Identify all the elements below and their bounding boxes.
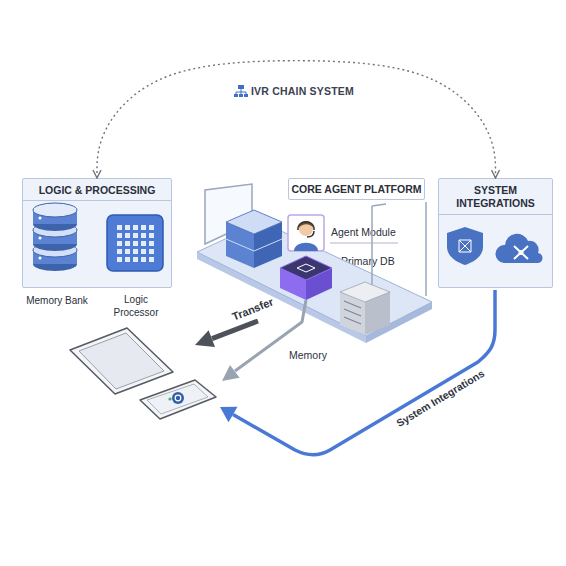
memory-bank-icon (33, 203, 77, 271)
icon-block (238, 85, 244, 89)
drum-led (39, 257, 42, 260)
integration-icons (447, 227, 543, 265)
drum-body (33, 230, 77, 244)
chip-grid (117, 225, 154, 262)
node-heading: SYSTEM INTEGRATIONS (439, 179, 552, 215)
drum-bottom (33, 237, 77, 251)
node-label: Primary DB (341, 255, 408, 268)
rack-slot (344, 301, 361, 324)
integration-arrowhead (220, 407, 238, 423)
transfer-arrowhead (195, 330, 215, 347)
avatar-body (294, 243, 318, 251)
drum-body (33, 250, 77, 264)
drum-top (33, 243, 77, 257)
agent-cube-face (280, 268, 306, 300)
server-top (226, 210, 282, 234)
memory-arrow (235, 300, 306, 371)
app-dot (168, 397, 171, 400)
drum-bottom (33, 217, 77, 231)
agent-cube-icon (297, 264, 315, 272)
flow-label: Transfer (229, 294, 275, 323)
tablet-device (70, 328, 173, 394)
rack-face (365, 292, 390, 335)
phone-device (140, 380, 216, 419)
transfer-arrow (212, 321, 258, 339)
drum-led (39, 217, 42, 220)
icon-block (244, 94, 248, 97)
panel-box: SYSTEM INTEGRATIONS (438, 178, 553, 288)
platform-illustration (197, 184, 432, 343)
flow-label: Memory (289, 348, 327, 362)
drum-bottom (33, 257, 77, 271)
tablet-screen (79, 333, 164, 389)
drum-led (39, 237, 42, 240)
node-label: Agent Module (331, 226, 401, 239)
rail-post (372, 202, 426, 322)
rack-top (340, 282, 390, 302)
server-band (226, 239, 282, 251)
icon-block (234, 94, 238, 97)
node-heading: LOGIC & PROCESSING (23, 179, 171, 201)
icon-node: Memory Bank (26, 206, 88, 306)
logic-processor-icon (107, 215, 163, 271)
drum-top (33, 203, 77, 217)
app-icon-ring (175, 395, 181, 401)
memory-arrowhead (222, 365, 240, 381)
avatar-frame (288, 215, 324, 251)
label-rule (330, 243, 398, 244)
node-heading: CORE AGENT PLATFORM (288, 178, 425, 200)
cloud-icon (495, 234, 542, 263)
shield-network (459, 240, 471, 252)
cloud-network (514, 246, 528, 259)
server-face (254, 222, 282, 268)
agent-cube-face (306, 268, 332, 300)
avatar-hair (299, 221, 313, 228)
avatar-headset (298, 222, 314, 237)
diagram-title: IVR CHAIN SYSTEM (251, 84, 354, 98)
avatar-head (299, 222, 313, 236)
database-node: Primary DB (338, 254, 408, 270)
node-label: Memory Bank (22, 295, 92, 307)
dashed-connector (97, 61, 496, 178)
integration-arrow (233, 290, 495, 455)
glass-rail (205, 184, 252, 244)
platform-top (197, 222, 432, 336)
agent-cube-top (280, 256, 332, 280)
panel-box: LOGIC & PROCESSINGMemory BankLogic Proce… (22, 178, 172, 288)
flow-label: System Integrations (394, 366, 487, 430)
platform-side (366, 302, 432, 343)
devices (70, 328, 216, 419)
icon-node: Logic Processor (101, 211, 171, 319)
flow-arrows (195, 290, 495, 455)
platform-side (197, 252, 366, 343)
drum-body (33, 210, 77, 224)
app-icon (172, 392, 184, 404)
agent-module: Agent Module (286, 213, 401, 253)
cloud-hub (519, 250, 524, 255)
chip-body (107, 215, 163, 271)
platform-group: CORE AGENT PLATFORM Agent ModulePrimary D… (195, 178, 430, 338)
icon-wire (236, 89, 246, 94)
rack-face (340, 292, 365, 335)
title-icon (234, 85, 248, 97)
icon-block (239, 94, 243, 97)
shield-icon (447, 227, 483, 265)
server-face (226, 222, 254, 268)
phone-screen (147, 384, 208, 414)
node-label: Logic Processor (106, 293, 166, 319)
drum-top (33, 223, 77, 237)
